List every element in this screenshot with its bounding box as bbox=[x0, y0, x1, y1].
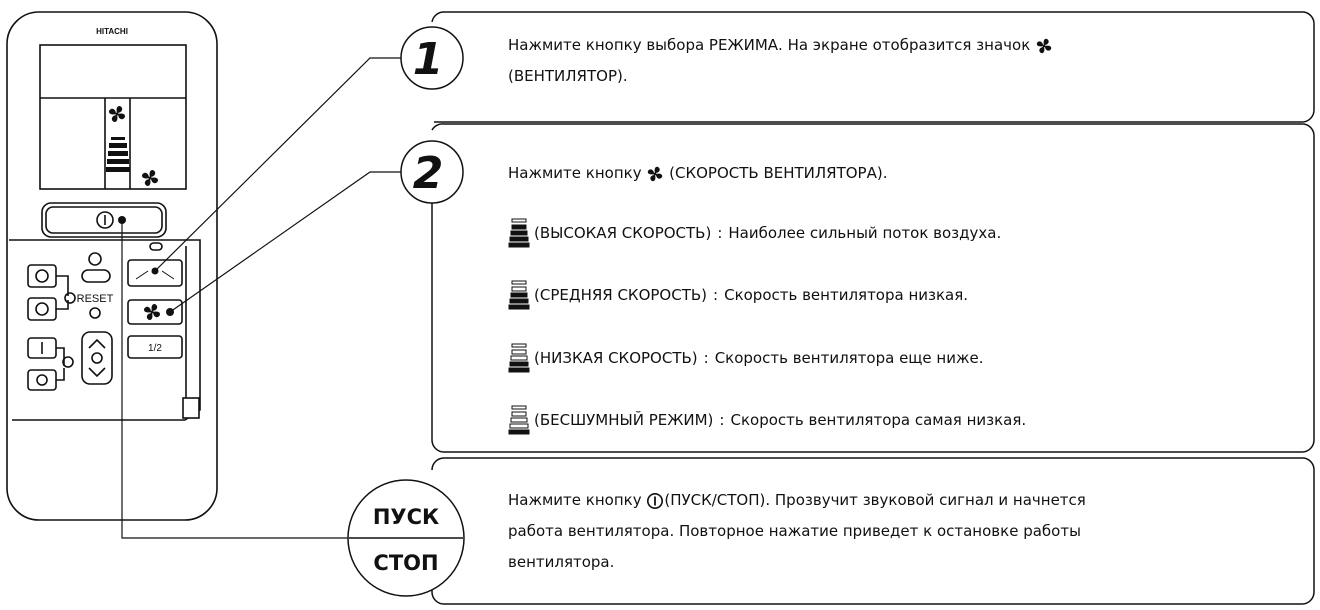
step-boxes bbox=[431, 11, 1315, 605]
step-2-box bbox=[431, 123, 1315, 453]
fan-speed-high-icon bbox=[508, 218, 530, 248]
fan-speed-row-high: (ВЫСОКАЯ СКОРОСТЬ) : Наиболее сильный по… bbox=[508, 218, 1001, 248]
step-1-text-a: Нажмите кнопку выбора РЕЖИМА. На экране … bbox=[508, 36, 1036, 54]
step-2-badge: 2 bbox=[400, 140, 464, 204]
remote-lower-panel bbox=[9, 239, 201, 421]
start-stop-line-1a: Нажмите кнопку bbox=[508, 491, 647, 509]
fan-speed-medium-desc: Скорость вентилятора низкая. bbox=[724, 286, 969, 304]
separator: : bbox=[703, 349, 709, 367]
remote-cancel-button[interactable] bbox=[81, 269, 111, 283]
step-2-text: Нажмите кнопку (СКОРОСТЬ ВЕНТИЛЯТОРА). bbox=[508, 158, 1298, 189]
remote-timer-off-button[interactable] bbox=[27, 297, 57, 321]
start-stop-line-2: работа вентилятора. Повторное нажатие пр… bbox=[508, 522, 1081, 540]
fan-icon bbox=[1036, 38, 1052, 53]
start-stop-box bbox=[431, 457, 1315, 605]
step-2-text-b: (СКОРОСТЬ ВЕНТИЛЯТОРА). bbox=[664, 164, 888, 182]
remote-reset-button[interactable] bbox=[89, 307, 101, 319]
fan-speed-low-name: (НИЗКАЯ СКОРОСТЬ) bbox=[534, 349, 698, 367]
remote-brand: HITACHI bbox=[96, 27, 128, 36]
leader-line-step-2 bbox=[169, 171, 404, 313]
fan-speed-high-desc: Наиболее сильный поток воздуха. bbox=[728, 224, 1002, 242]
power-icon bbox=[647, 492, 664, 509]
remote-off-button[interactable] bbox=[27, 369, 57, 391]
remote-up-down-button[interactable] bbox=[81, 331, 113, 385]
remote-power-button[interactable] bbox=[41, 202, 167, 238]
remote-body bbox=[6, 11, 218, 521]
fan-speed-row-silent: (БЕСШУМНЫЙ РЕЖИМ) : Скорость вентилятора… bbox=[508, 405, 1026, 435]
remote-reset-label: RESET bbox=[77, 293, 114, 305]
leader-lines bbox=[121, 57, 404, 539]
step-1-number: 1 bbox=[413, 34, 444, 85]
fan-speed-low-icon bbox=[508, 343, 530, 373]
step-2-text-a: Нажмите кнопку bbox=[508, 164, 647, 182]
lcd-fan-speed-icon bbox=[106, 137, 130, 172]
remote-sleep-timer-label: 1/2 bbox=[148, 343, 162, 354]
fan-speed-row-low: (НИЗКАЯ СКОРОСТЬ) : Скорость вентилятора… bbox=[508, 343, 984, 373]
fan-speed-medium-name: (СРЕДНЯЯ СКОРОСТЬ) bbox=[534, 286, 708, 304]
remote-mode-button[interactable] bbox=[127, 259, 183, 287]
fan-speed-silent-name: (БЕСШУМНЫЙ РЕЖИМ) bbox=[534, 411, 714, 429]
start-label: ПУСК bbox=[373, 505, 439, 529]
remote-fan-speed-icon bbox=[143, 303, 161, 321]
stop-label: СТОП bbox=[373, 551, 438, 575]
step-1-badge: 1 bbox=[400, 26, 464, 90]
remote-fan-speed-button[interactable] bbox=[127, 299, 183, 325]
leader-line-step-1 bbox=[154, 57, 404, 272]
separator: : bbox=[719, 411, 725, 429]
step-1-text: Нажмите кнопку выбора РЕЖИМА. На экране … bbox=[508, 30, 1298, 92]
fan-speed-row-medium: (СРЕДНЯЯ СКОРОСТЬ) : Скорость вентилятор… bbox=[508, 280, 968, 310]
separator: : bbox=[717, 224, 723, 242]
remote-timer-on-button[interactable] bbox=[27, 264, 57, 288]
start-stop-line-3: вентилятора. bbox=[508, 553, 615, 571]
remote-power-icon bbox=[96, 211, 114, 229]
remote-control: HITACHI RESET bbox=[6, 11, 218, 521]
step-1-box bbox=[431, 11, 1315, 123]
fan-speed-low-desc: Скорость вентилятора еще ниже. bbox=[714, 349, 984, 367]
start-stop-badge: ПУСК СТОП bbox=[347, 479, 465, 597]
start-stop-text: Нажмите кнопку (ПУСК/СТОП). Прозвучит зв… bbox=[508, 485, 1298, 578]
step-2-number: 2 bbox=[413, 148, 444, 199]
fan-speed-high-name: (ВЫСОКАЯ СКОРОСТЬ) bbox=[534, 224, 712, 242]
separator: : bbox=[713, 286, 719, 304]
step-1-text-b: (ВЕНТИЛЯТОР). bbox=[508, 67, 628, 85]
remote-sleep-timer-button[interactable] bbox=[127, 335, 183, 359]
fan-speed-silent-icon bbox=[508, 405, 530, 435]
leader-line-start-stop bbox=[121, 220, 348, 539]
fan-speed-silent-desc: Скорость вентилятора самая низкая. bbox=[730, 411, 1027, 429]
fan-icon bbox=[648, 166, 663, 181]
start-stop-line-1b: (ПУСК/СТОП). Прозвучит звуковой сигнал и… bbox=[664, 491, 1086, 509]
fan-speed-medium-icon bbox=[508, 280, 530, 310]
